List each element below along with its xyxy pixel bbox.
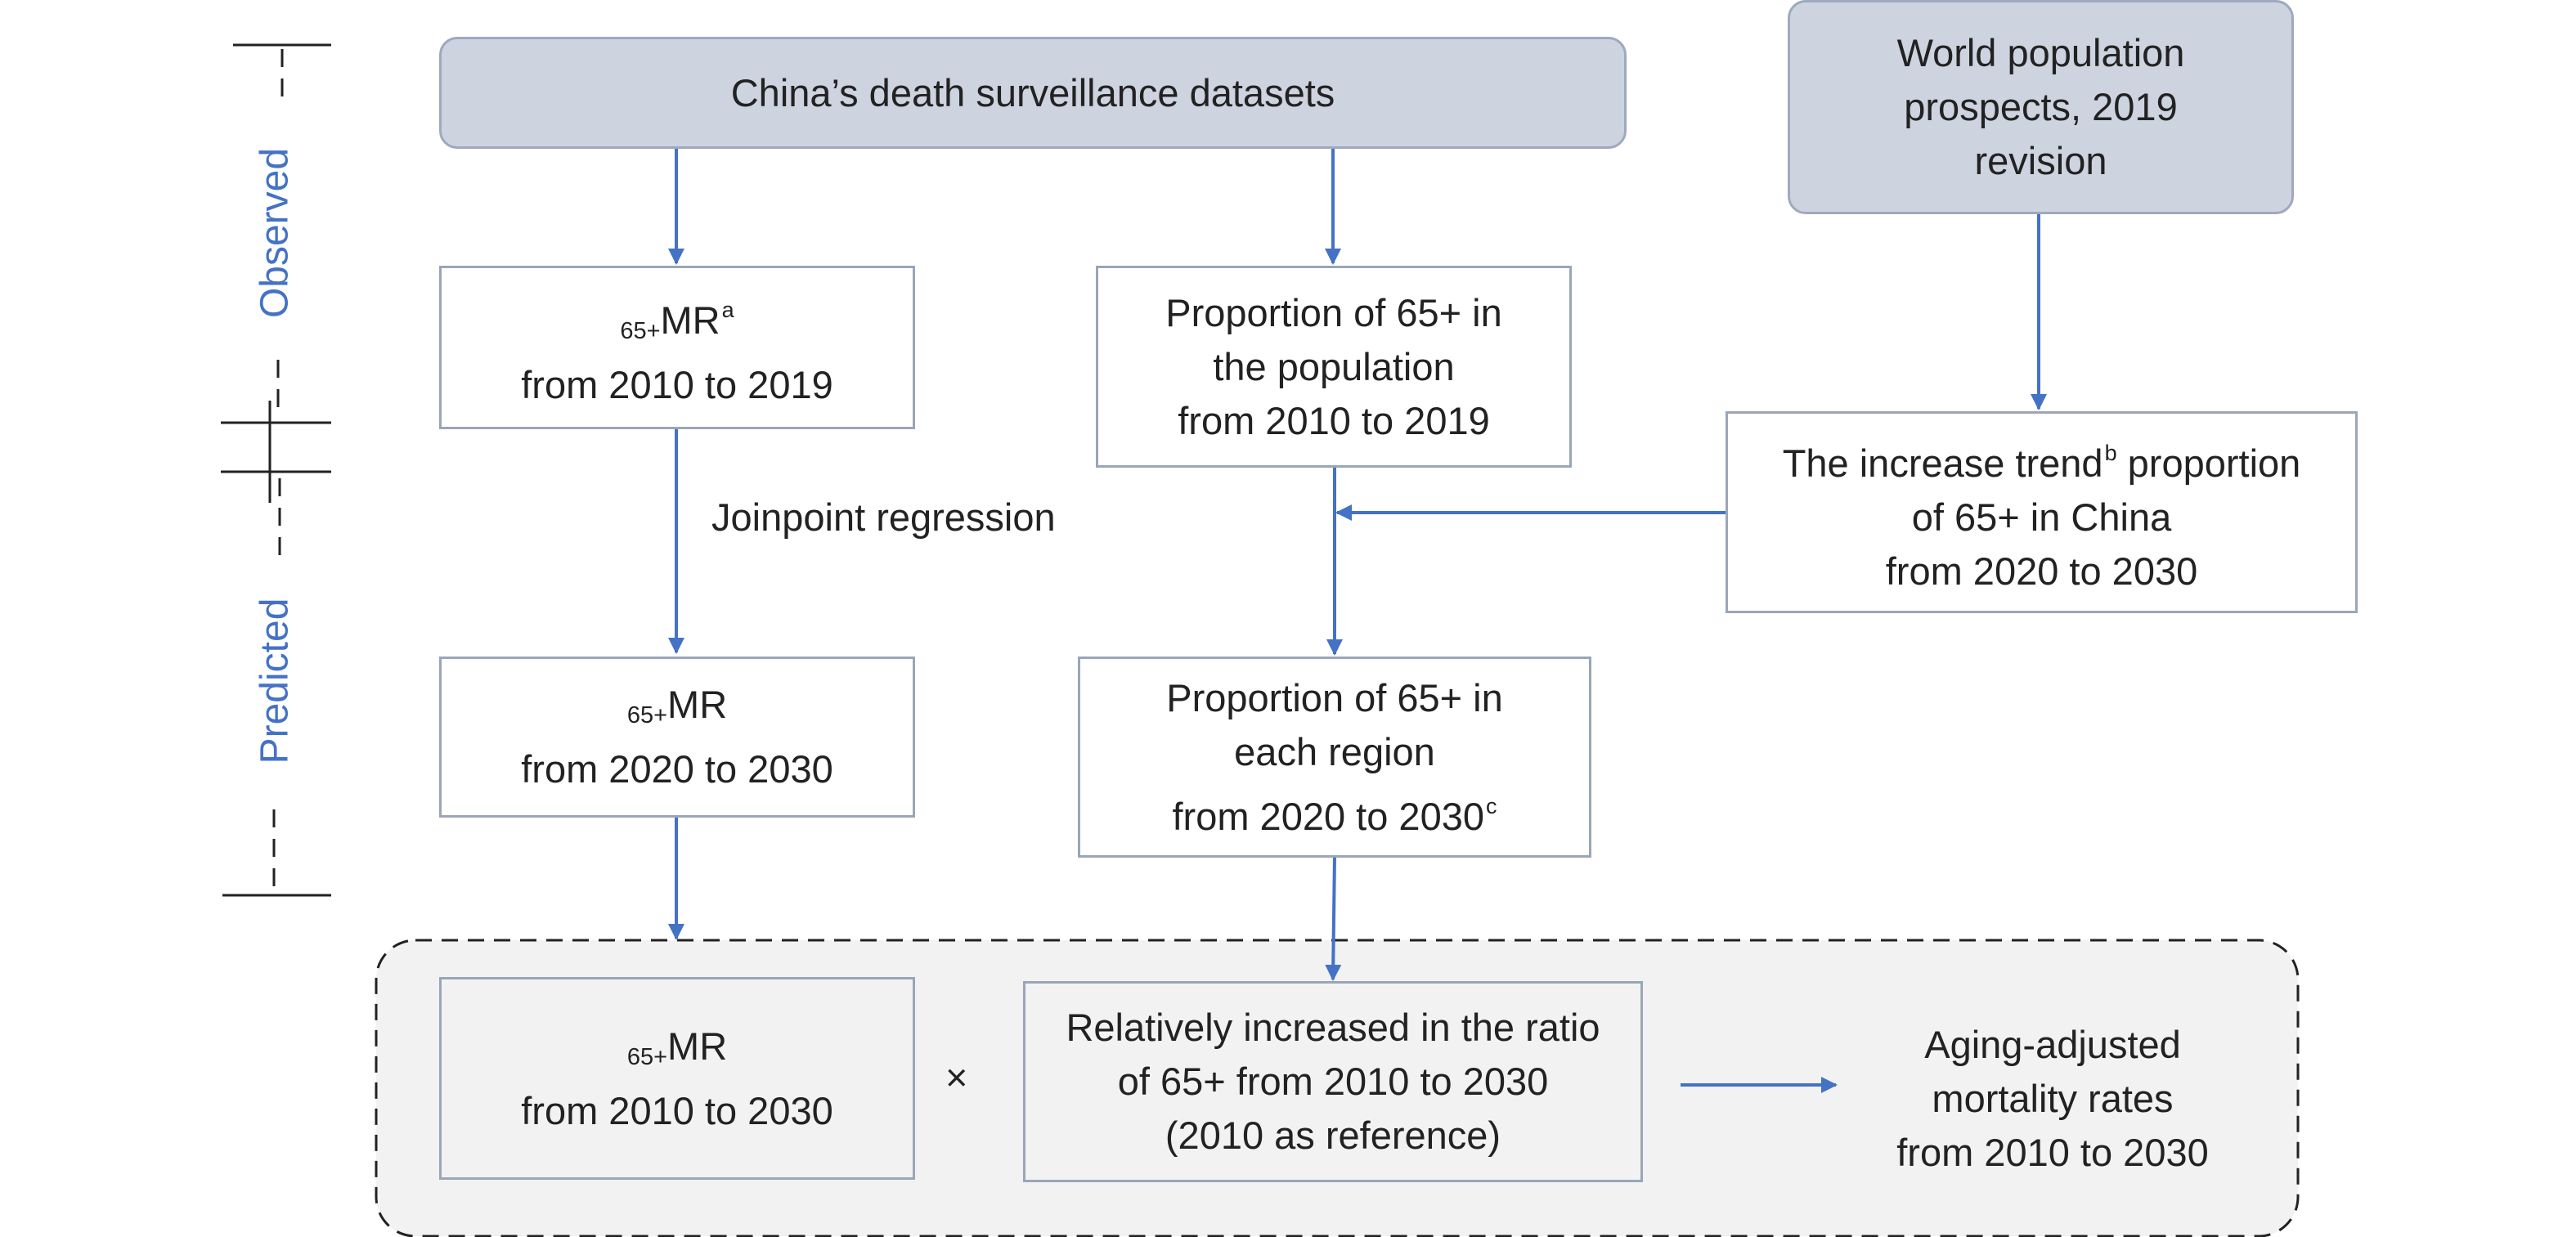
proportion-line-3: from 2010 to 2019 [1178,398,1490,442]
source-world-population-prospects: World population prospects, 2019 revisio… [1788,0,2294,214]
world-line-2: prospects, 2019 [1904,85,2178,128]
mr-observed-box: 65+MRa from 2010 to 2019 [439,266,915,429]
region-range: from 2020 to 2030 [1172,794,1485,838]
mr-predicted-range: from 2020 to 2030 [521,747,833,791]
mr-result-main: MR [667,1024,728,1068]
region-footnote: c [1486,793,1497,818]
mr-observed-main: MR [660,298,720,342]
output-line-2: mortality rates [1932,1077,2174,1120]
region-line-1: Proportion of 65+ in [1166,675,1503,719]
arrow-region-to-ratio [1325,856,1342,981]
world-line-1: World population [1896,31,2185,74]
source-china-death-surveillance: China’s death surveillance datasets [439,37,1627,149]
output-line-1: Aging-adjusted [1924,1023,2181,1066]
region-line-2: each region [1234,729,1435,773]
joinpoint-regression-label: Joinpoint regression [711,495,1056,539]
ratio-line-1: Relatively increased in the ratio [1066,1006,1600,1049]
ratio-line-2: of 65+ from 2010 to 2030 [1117,1060,1549,1103]
mr-result-label: 65+MR [627,1020,727,1084]
source-china-label: China’s death surveillance datasets [730,70,1335,114]
mr-result-box: 65+MR from 2010 to 2030 [439,977,915,1180]
mr-result-sub: 65+ [626,1043,668,1070]
multiply-sign: × [945,1055,968,1099]
region-proportion-box: Proportion of 65+ in each region from 20… [1078,657,1591,858]
proportion-line-1: Proportion of 65+ in [1165,290,1502,334]
phase-markers [221,43,331,897]
proportion-observed-box: Proportion of 65+ in the population from… [1096,266,1572,468]
mr-observed-range: from 2010 to 2019 [521,363,833,406]
trend-box: The increase trendb proportion of 65+ in… [1726,411,2358,613]
region-line-3: from 2020 to 2030c [1173,779,1497,844]
mr-result-range: from 2010 to 2030 [521,1088,833,1132]
flow-arrows [668,147,2047,1093]
mr-predicted-main: MR [667,683,728,726]
mr-predicted-box: 65+MR from 2020 to 2030 [439,657,915,818]
proportion-line-2: the population [1213,344,1455,388]
mr-observed-footnote: a [721,298,734,322]
mr-observed-label: 65+MRa [620,283,734,358]
trend-post: proportion [2116,441,2301,485]
phase-label-predicted: Predicted [253,598,297,764]
trend-pre: The increase trend [1782,441,2103,485]
world-line-3: revision [1974,139,2107,182]
trend-line-2: of 65+ in China [1911,495,2172,539]
output-line-3: from 2010 to 2030 [1896,1131,2209,1174]
mr-predicted-sub: 65+ [626,702,668,728]
mr-observed-sub: 65+ [620,318,661,344]
mr-predicted-label: 65+MR [627,678,727,742]
trend-footnote: b [2104,441,2117,465]
trend-line-3: from 2020 to 2030 [1885,549,2198,593]
ratio-box: Relatively increased in the ratio of 65+… [1023,981,1643,1182]
ratio-line-3: (2010 as reference) [1165,1114,1501,1157]
trend-line-1: The increase trendb proportion [1783,426,2301,491]
output-text: Aging-adjusted mortality rates from 2010… [1840,1018,2265,1180]
phase-label-observed: Observed [253,147,297,319]
